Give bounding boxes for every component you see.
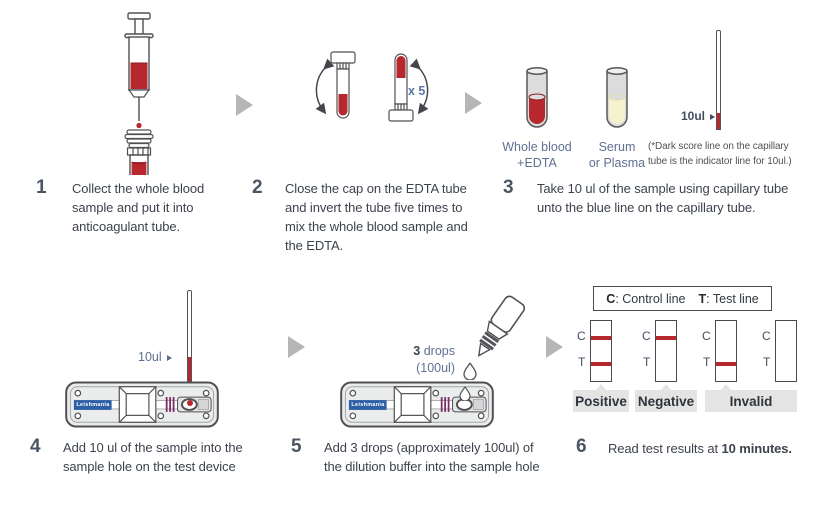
label-notch — [661, 384, 671, 390]
result-window — [118, 386, 157, 423]
invert-tube-illustration — [315, 51, 429, 122]
capillary-volume-text: 10ul — [681, 109, 706, 123]
t-label: T — [763, 355, 771, 369]
next-step-arrow-1 — [236, 94, 253, 116]
negative-label: Negative — [635, 390, 697, 412]
legend-c-desc: : Control line — [615, 291, 686, 306]
invert-arrow-right — [409, 58, 429, 115]
serum-tube-illustration — [606, 67, 628, 128]
falling-drop-icon — [463, 362, 477, 380]
device-brand-label: Leishmania — [76, 402, 110, 408]
next-step-arrow-4 — [546, 336, 563, 358]
capillary-tube — [716, 30, 721, 130]
invalid-strip-1 — [715, 320, 737, 382]
invert-count-label: x 5 — [408, 84, 426, 98]
t-label: T — [578, 355, 586, 369]
blood-inverted-tube — [396, 56, 406, 78]
capillary-note: (*Dark score line on the capillary tube … — [648, 141, 792, 167]
step-4-number: 4 — [30, 436, 41, 457]
step-2-number: 2 — [252, 177, 263, 198]
blood-upright-tube — [338, 94, 348, 116]
blood-drop — [136, 122, 142, 129]
whole-blood-tube-label: Whole blood +EDTA — [502, 140, 572, 170]
c-label: C — [762, 329, 771, 343]
buffer-coil — [440, 397, 450, 412]
t-label: T — [703, 355, 711, 369]
capillary-blood-sample — [188, 357, 191, 403]
drops-count-number: 3 — [413, 344, 421, 358]
volume-pointer-icon — [166, 354, 172, 361]
syringe-into-tube-illustration — [124, 12, 154, 175]
sample-volume-text: 10ul — [138, 350, 162, 364]
label-notch — [721, 384, 731, 390]
legend-t-key: T — [698, 291, 707, 306]
buffer-coil — [165, 397, 175, 412]
drop-on-hole-icon — [459, 386, 471, 401]
step-3-text: Take 10 ul of the sample using capillary… — [537, 181, 789, 215]
result-window — [393, 386, 432, 423]
positive-strip — [590, 320, 612, 382]
invalid-label: Invalid — [705, 390, 797, 412]
blood-in-syringe — [130, 63, 148, 89]
result-legend: C : Control line T : Test line — [593, 286, 772, 311]
test-device — [65, 381, 219, 428]
c-label: C — [702, 329, 711, 343]
label-notch — [596, 384, 606, 390]
whole-blood-tube-illustration — [526, 67, 548, 128]
step-5-text: Add 3 drops (approximately 100ul) of the… — [324, 440, 540, 474]
device-screws — [74, 389, 210, 420]
negative-strip — [655, 320, 677, 382]
anticoagulant-tube-cap — [124, 129, 154, 156]
drops-count-word: drops — [420, 344, 455, 358]
test-line — [591, 362, 611, 366]
step-1-number: 1 — [36, 177, 47, 198]
sample-volume-label: 10ul — [138, 350, 172, 364]
control-line — [591, 336, 611, 340]
dropper-tip — [477, 342, 491, 357]
legend-c-key: C — [606, 291, 616, 306]
dropper-bottle-illustration — [477, 295, 526, 357]
serum-liquid — [609, 97, 625, 124]
drops-volume-label: (100ul) — [416, 361, 455, 375]
c-label: C — [577, 329, 586, 343]
test-device — [340, 381, 494, 428]
brand-label-bg — [348, 400, 387, 410]
whole-blood-liquid — [529, 97, 545, 124]
step-6-text-prefix: Read test results at — [608, 441, 722, 456]
step-1-text: Collect the whole blood sample and put i… — [72, 181, 205, 234]
capillary-blood — [717, 113, 720, 129]
legend-t-desc: : Test line — [706, 291, 759, 306]
step-6-text-bold: 10 minutes. — [721, 441, 793, 456]
drops-count-label: 3 drops — [395, 343, 455, 360]
volume-pointer-icon — [710, 113, 716, 120]
device-brand-label: Leishmania — [351, 402, 385, 408]
sample-well-area — [452, 396, 487, 413]
step-6-number: 6 — [576, 436, 587, 457]
step-5-number: 5 — [291, 436, 302, 457]
capillary-volume-label: 10ul — [681, 109, 716, 123]
step-3-number: 3 — [503, 177, 514, 198]
sample-well-area — [177, 396, 212, 413]
positive-label: Positive — [573, 390, 629, 412]
needle-hub — [127, 89, 151, 98]
device-screws — [349, 389, 485, 420]
step-2-text: Close the cap on the EDTA tube and inver… — [285, 181, 468, 253]
step-6-text: Read test results at 10 minutes. — [608, 439, 792, 458]
invalid-strip-2 — [775, 320, 797, 382]
blood-in-tube — [131, 162, 147, 175]
next-step-arrow-2 — [465, 92, 482, 114]
dropper-ridges — [479, 331, 500, 351]
next-step-arrow-3 — [288, 336, 305, 358]
brand-label-bg — [73, 400, 112, 410]
test-line — [716, 362, 736, 366]
control-line — [656, 336, 676, 340]
blood-at-sample-hole — [186, 400, 193, 406]
c-label: C — [642, 329, 651, 343]
serum-tube-label: Serum or Plasma — [588, 140, 646, 170]
invert-arrow-left — [315, 58, 335, 115]
step-4-text: Add 10 ul of the sample into the sample … — [63, 440, 243, 474]
t-label: T — [643, 355, 651, 369]
